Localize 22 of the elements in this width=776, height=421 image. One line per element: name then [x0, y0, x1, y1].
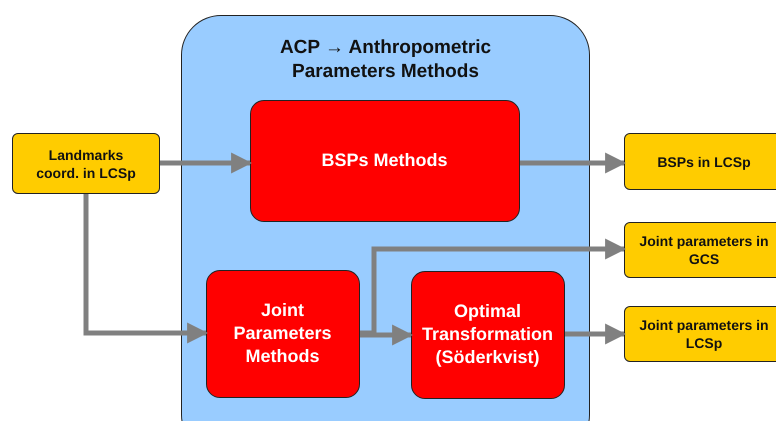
- output-box: [624, 306, 776, 362]
- box-label: Joint parameters in GCS: [638, 232, 770, 268]
- box-label: Joint Parameters Methods: [232, 299, 333, 368]
- output-box: [624, 133, 776, 190]
- arrow: [360, 238, 626, 336]
- box-label: BSPs in LCSp: [656, 152, 752, 170]
- arrow: [360, 324, 414, 346]
- input-box: [12, 133, 160, 194]
- box-label: Landmarks coord. in LCSp: [35, 146, 137, 182]
- process-box: [410, 270, 564, 398]
- arrow: [565, 324, 626, 344]
- arrow: [84, 194, 208, 344]
- process-box: [250, 100, 520, 222]
- box-label: BSPs Methods: [320, 149, 449, 172]
- group-heading: ACP → Anthropometric Parameters Methods: [278, 36, 492, 84]
- arrow: [160, 152, 252, 174]
- box-label: Joint parameters in LCSp: [638, 316, 770, 352]
- output-box: [624, 222, 776, 278]
- box-label: Optimal Transformation (Söderkvist): [421, 300, 554, 369]
- arrow: [520, 152, 626, 174]
- group-container: [181, 15, 590, 421]
- process-box: [206, 270, 360, 398]
